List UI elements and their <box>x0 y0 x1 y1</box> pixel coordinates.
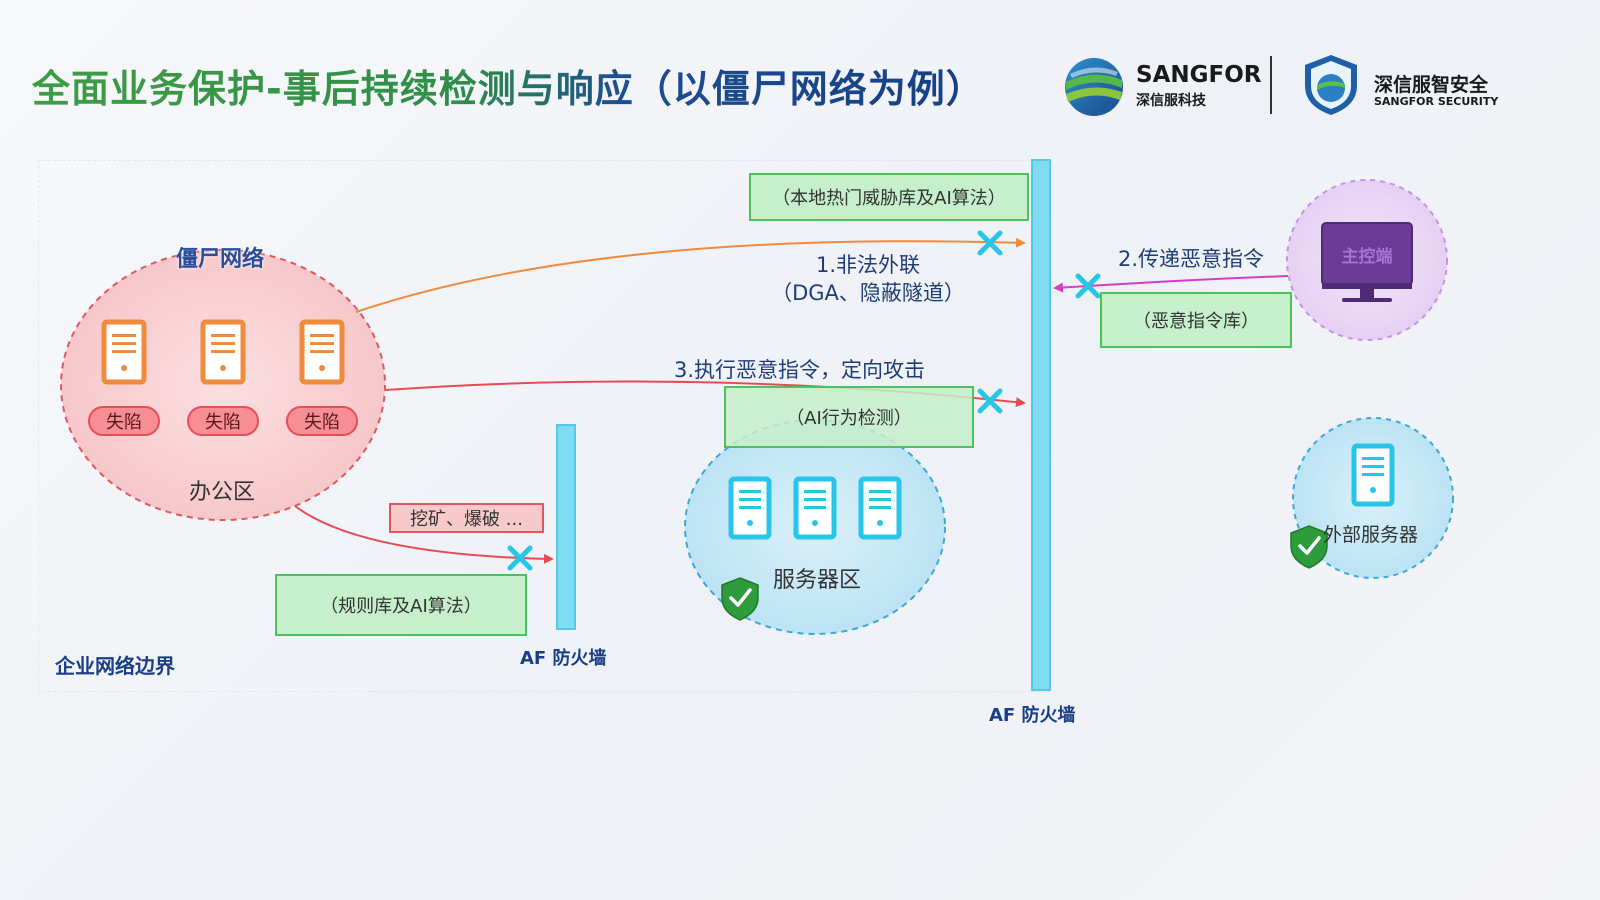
step1-subtitle: （DGA、隐蔽隧道） <box>771 281 965 305</box>
brand-name-en: SANGFOR <box>1136 62 1262 88</box>
office-server-icon <box>101 319 147 385</box>
block-x-icon <box>507 545 533 571</box>
rule-db-box: （规则库及AI算法） <box>275 574 527 636</box>
block-x-icon <box>1075 273 1101 299</box>
brand-security-en: SANGFOR SECURITY <box>1374 95 1499 108</box>
mining-bruteforce-box: 挖矿、爆破 ... <box>389 503 544 533</box>
office-zone <box>60 249 386 521</box>
mining-bruteforce-arrow <box>294 505 554 564</box>
external-server-icon <box>1351 443 1395 507</box>
security-shield-icon <box>1305 55 1357 115</box>
page-title: 全面业务保护-事后持续检测与响应（以僵尸网络为例） <box>32 58 985 113</box>
sangfor-globe-icon <box>1065 58 1123 116</box>
server-zone-server-icon <box>793 476 837 540</box>
server-zone-server-icon <box>858 476 902 540</box>
step1-title: 1.非法外联 <box>815 253 921 277</box>
server-zone-server-icon <box>728 476 772 540</box>
brand-security-cn: 深信服智安全 <box>1374 74 1489 96</box>
ai-behavior-detection-box: （AI行为检测） <box>724 386 974 448</box>
server-zone-shield-icon <box>721 577 759 621</box>
enterprise-boundary-label: 企业网络边界 <box>55 654 175 678</box>
step1-label: 1.非法外联 （DGA、隐蔽隧道） <box>758 251 978 307</box>
local-threat-db-box: （本地热门威胁库及AI算法） <box>749 173 1029 221</box>
step2-label: 2.传递恶意指令 <box>1118 247 1265 271</box>
compromised-badge: 失陷 <box>187 406 259 436</box>
step3-label: 3.执行恶意指令，定向攻击 <box>674 358 926 382</box>
brand-divider <box>1270 56 1272 114</box>
sangfor-security-logo <box>1300 52 1362 118</box>
control-label: 主控端 <box>1341 247 1393 267</box>
server-zone-label: 服务器区 <box>773 568 862 593</box>
inner-firewall-label: AF 防火墙 <box>520 648 607 669</box>
compromised-badge: 失陷 <box>286 406 358 436</box>
outer-firewall-label: AF 防火墙 <box>989 705 1076 726</box>
office-server-icon <box>200 319 246 385</box>
sangfor-logo <box>1062 56 1126 118</box>
office-zone-label: 办公区 <box>189 480 256 505</box>
inner-firewall-bar <box>556 424 576 630</box>
malicious-command-db-box: （恶意指令库） <box>1100 292 1292 348</box>
external-server-label: 外部服务器 <box>1323 524 1419 546</box>
control-monitor-icon <box>1321 222 1413 302</box>
outer-firewall-bar <box>1031 159 1051 691</box>
block-x-icon <box>977 388 1003 414</box>
botnet-label: 僵尸网络 <box>176 247 265 272</box>
compromised-badge: 失陷 <box>88 406 160 436</box>
office-server-icon <box>299 319 345 385</box>
external-shield-icon <box>1290 525 1328 569</box>
brand-name-cn: 深信服科技 <box>1136 93 1206 109</box>
illegal-outbound-arrow <box>355 237 1026 313</box>
block-x-icon <box>977 230 1003 256</box>
